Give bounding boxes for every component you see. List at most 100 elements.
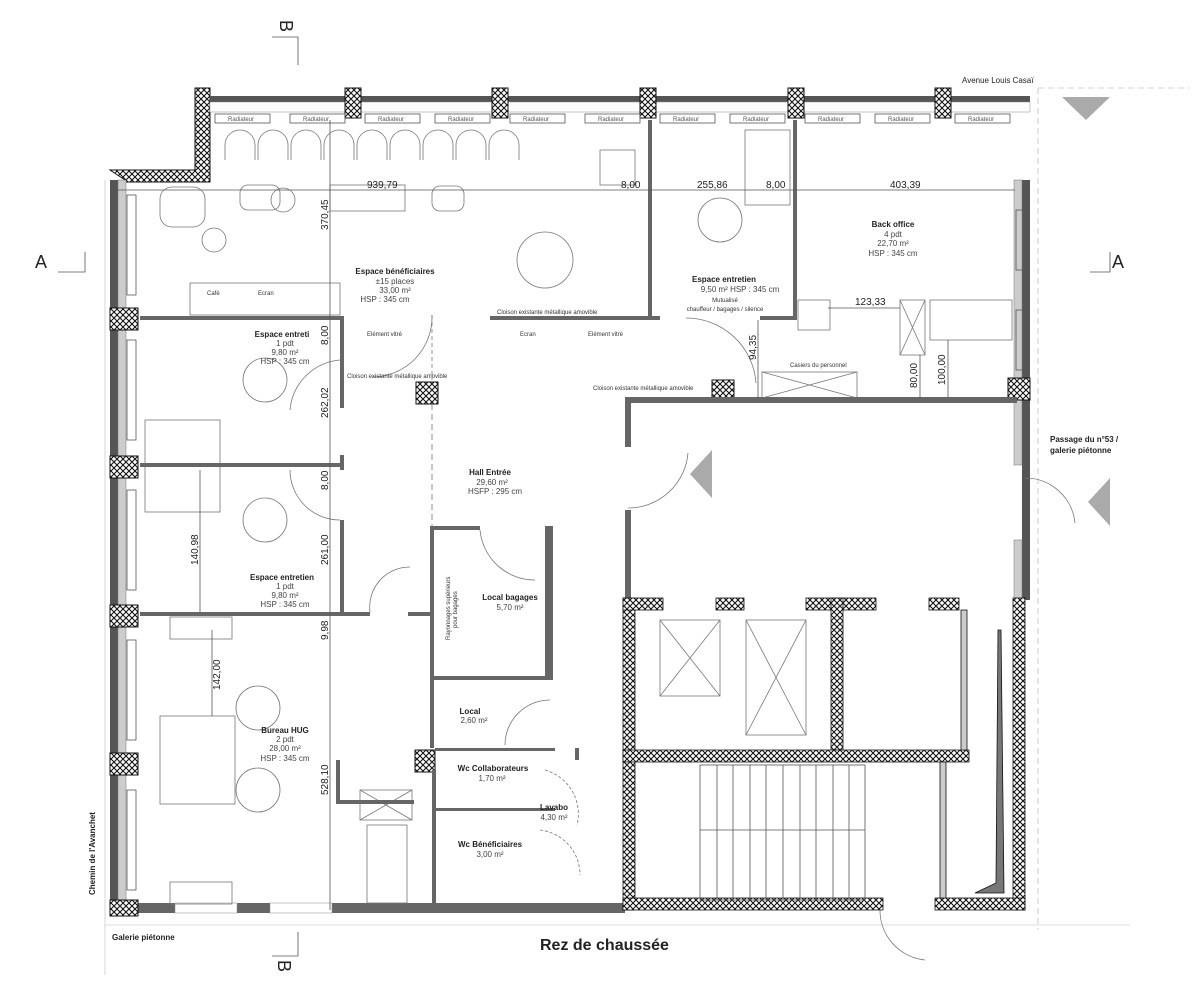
svg-text:1 pdt: 1 pdt bbox=[276, 339, 295, 348]
svg-text:3,00 m²: 3,00 m² bbox=[476, 850, 503, 859]
svg-text:9,50 m² HSP : 345 cm: 9,50 m² HSP : 345 cm bbox=[701, 285, 780, 294]
svg-text:Radiateur: Radiateur bbox=[448, 117, 474, 123]
svg-text:261,00: 261,00 bbox=[320, 534, 331, 565]
outer-walls bbox=[108, 87, 1031, 914]
svg-text:142,00: 142,00 bbox=[212, 659, 223, 690]
room-back-office: Back office 4 pdt 22,70 m² HSP : 345 cm bbox=[868, 220, 918, 258]
svg-text:4 pdt: 4 pdt bbox=[884, 230, 903, 239]
svg-text:Café: Café bbox=[207, 291, 220, 297]
street-right-2: galerie piétonne bbox=[1050, 446, 1112, 455]
svg-text:HSP : 345 cm: HSP : 345 cm bbox=[360, 295, 410, 304]
room-wc-beneficiaires: Wc Bénéficiaires 3,00 m² bbox=[458, 840, 523, 859]
svg-text:Radiateur: Radiateur bbox=[598, 117, 624, 123]
svg-text:pour bagages: pour bagages bbox=[453, 591, 459, 628]
svg-text:Elément vitré: Elément vitré bbox=[367, 332, 403, 338]
svg-text:HSFP : 295 cm: HSFP : 295 cm bbox=[468, 487, 522, 496]
annotations: Café Ecran Ecran Elément vitré Elément v… bbox=[207, 291, 847, 640]
svg-text:8,00: 8,00 bbox=[621, 180, 641, 191]
radiators: Radiateur Radiateur Radiateur Radiateur … bbox=[126, 113, 1026, 891]
street-left: Chemin de l'Avanchet bbox=[88, 812, 97, 895]
svg-text:Radiateur: Radiateur bbox=[888, 117, 914, 123]
svg-text:9,80 m²: 9,80 m² bbox=[271, 591, 298, 600]
svg-text:Radiateur: Radiateur bbox=[228, 117, 254, 123]
room-lavabo: Lavabo 4,30 m² bbox=[540, 803, 568, 822]
svg-text:Back office: Back office bbox=[872, 220, 915, 229]
svg-text:1,70 m²: 1,70 m² bbox=[478, 774, 505, 783]
svg-text:±15 places: ±15 places bbox=[376, 277, 415, 286]
svg-text:HSP : 345 cm: HSP : 345 cm bbox=[260, 600, 310, 609]
svg-text:22,70 m²: 22,70 m² bbox=[877, 239, 909, 248]
svg-text:HSP : 345 cm: HSP : 345 cm bbox=[260, 357, 310, 366]
building-core bbox=[622, 597, 1026, 911]
section-mark-b-bottom: B bbox=[272, 932, 299, 972]
svg-text:Radiateur: Radiateur bbox=[968, 117, 994, 123]
interior-walls bbox=[140, 120, 1017, 905]
svg-text:Radiateur: Radiateur bbox=[378, 117, 404, 123]
svg-text:9,98: 9,98 bbox=[320, 620, 331, 640]
svg-text:8,00: 8,00 bbox=[320, 470, 331, 490]
room-espace-entretien-2: Espace entretien 1 pdt 9,80 m² HSP : 345… bbox=[250, 573, 314, 609]
svg-text:140,98: 140,98 bbox=[190, 534, 201, 565]
svg-text:Radiateur: Radiateur bbox=[303, 117, 329, 123]
svg-text:Cloison existante métallique a: Cloison existante métallique amovible bbox=[593, 386, 694, 392]
svg-text:Espace bénéficiaires: Espace bénéficiaires bbox=[355, 267, 435, 276]
dimension-lines bbox=[110, 120, 1015, 910]
svg-text:Wc Bénéficiaires: Wc Bénéficiaires bbox=[458, 840, 523, 849]
svg-text:123,33: 123,33 bbox=[855, 297, 886, 308]
room-local-bagages: Local bagages 5,70 m² bbox=[482, 593, 538, 612]
entrance-arrow-icon bbox=[1088, 478, 1110, 526]
svg-text:Wc Collaborateurs: Wc Collaborateurs bbox=[458, 764, 529, 773]
svg-text:B: B bbox=[276, 20, 296, 32]
svg-text:4,30 m²: 4,30 m² bbox=[540, 813, 567, 822]
svg-text:8,00: 8,00 bbox=[766, 180, 786, 191]
entrance-arrow-icon bbox=[690, 450, 712, 498]
svg-text:528,10: 528,10 bbox=[320, 764, 331, 795]
staircase bbox=[699, 764, 866, 901]
svg-text:29,60 m²: 29,60 m² bbox=[476, 478, 508, 487]
svg-text:Ecran: Ecran bbox=[258, 291, 274, 297]
dimension-labels: 939,79 8,00 255,86 8,00 403,39 370,45 8,… bbox=[190, 180, 948, 795]
svg-text:Bureau HUG: Bureau HUG bbox=[261, 726, 309, 735]
svg-text:Radiateur: Radiateur bbox=[743, 117, 769, 123]
svg-text:262,02: 262,02 bbox=[320, 387, 331, 418]
room-espace-beneficiaires: Espace bénéficiaires ±15 places 33,00 m²… bbox=[355, 267, 435, 304]
svg-text:80,00: 80,00 bbox=[909, 363, 920, 388]
svg-text:Mutualisé: Mutualisé bbox=[712, 298, 738, 304]
svg-text:Local bagages: Local bagages bbox=[482, 593, 538, 602]
svg-text:370,45: 370,45 bbox=[320, 199, 331, 230]
doors bbox=[289, 314, 1076, 961]
room-espace-entretien-mutualise: Espace entretien 9,50 m² HSP : 345 cm Mu… bbox=[687, 275, 780, 313]
seating-row bbox=[144, 129, 1013, 905]
svg-text:Rayonnages supérieurs: Rayonnages supérieurs bbox=[446, 577, 452, 640]
svg-text:Lavabo: Lavabo bbox=[540, 803, 568, 812]
svg-text:28,00 m²: 28,00 m² bbox=[269, 744, 301, 753]
svg-text:A: A bbox=[1112, 252, 1124, 272]
svg-text:B: B bbox=[274, 960, 294, 972]
svg-text:1 pdt: 1 pdt bbox=[276, 582, 295, 591]
svg-text:Casiers du personnel: Casiers du personnel bbox=[790, 363, 847, 369]
svg-text:Radiateur: Radiateur bbox=[818, 117, 844, 123]
svg-text:5,70 m²: 5,70 m² bbox=[496, 603, 523, 612]
svg-text:8,00: 8,00 bbox=[320, 325, 331, 345]
svg-text:Cloison existante métallique a: Cloison existante métallique amovible bbox=[347, 374, 448, 380]
svg-text:100,00: 100,00 bbox=[937, 354, 948, 385]
svg-text:Espace entretien: Espace entretien bbox=[250, 573, 314, 582]
svg-text:403,39: 403,39 bbox=[890, 180, 921, 191]
street-right-1: Passage du n°53 / bbox=[1050, 435, 1119, 444]
svg-text:Elément vitré: Elément vitré bbox=[588, 332, 624, 338]
svg-text:HSP : 345 cm: HSP : 345 cm bbox=[260, 754, 310, 763]
section-mark-a-right: A bbox=[1090, 252, 1124, 273]
svg-text:Radiateur: Radiateur bbox=[673, 117, 699, 123]
svg-text:2,60 m²: 2,60 m² bbox=[460, 716, 487, 725]
room-local: Local 2,60 m² bbox=[460, 707, 488, 725]
street-top: Avenue Louis Casaï bbox=[962, 76, 1034, 85]
room-espace-entretien-1: Espace entreti 1 pdt 9,80 m² HSP : 345 c… bbox=[255, 330, 310, 366]
svg-text:Espace entretien: Espace entretien bbox=[692, 275, 756, 284]
svg-text:Espace entreti: Espace entreti bbox=[255, 330, 310, 339]
room-hall-entree: Hall Entrée 29,60 m² HSFP : 295 cm bbox=[468, 468, 522, 496]
svg-text:Radiateur: Radiateur bbox=[523, 117, 549, 123]
svg-text:255,86: 255,86 bbox=[697, 180, 728, 191]
piers bbox=[109, 87, 1031, 917]
room-wc-collaborateurs: Wc Collaborateurs 1,70 m² bbox=[458, 764, 529, 783]
